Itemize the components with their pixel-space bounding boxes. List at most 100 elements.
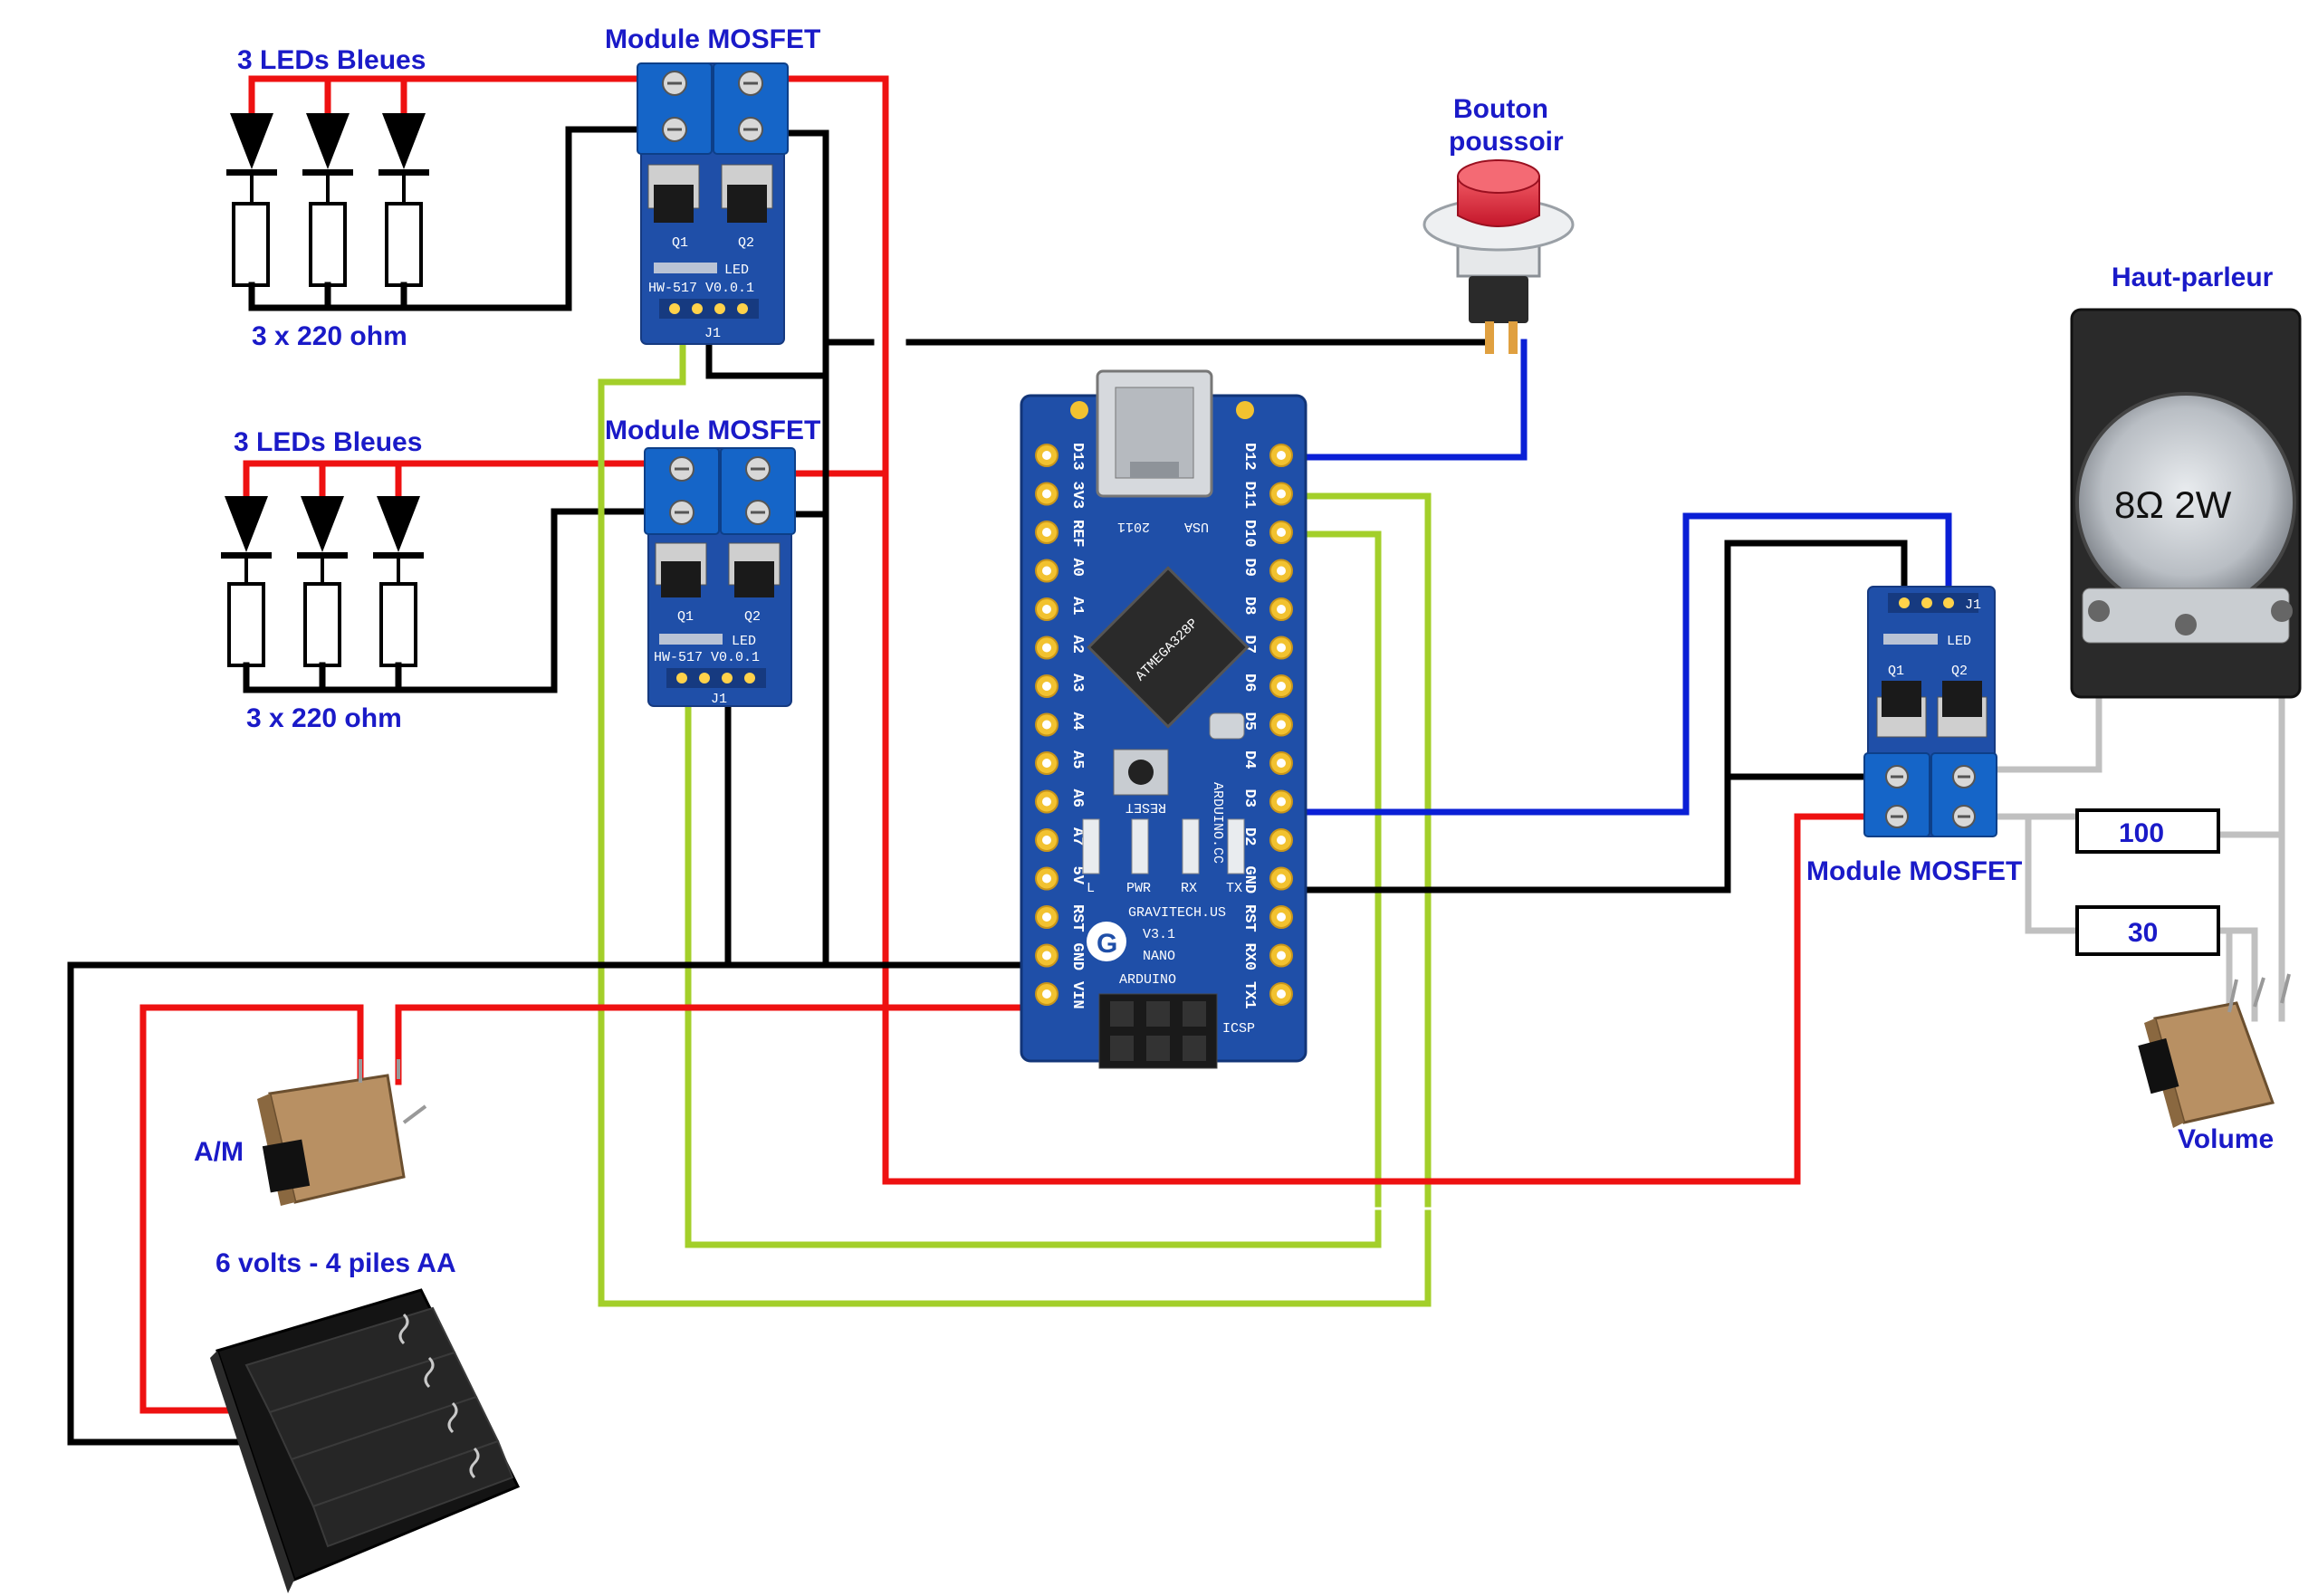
pin-label-right: TX1	[1240, 981, 1258, 1009]
battery-label: 6 volts - 4 piles AA	[216, 1248, 456, 1278]
version-label: V3.1	[1143, 927, 1175, 942]
led-pwr-indicator	[1131, 818, 1149, 874]
pin-label-right: D8	[1240, 597, 1258, 615]
resistor-30: 30	[2075, 905, 2220, 956]
pcb-led-label: LED	[732, 634, 756, 649]
resistor-icon	[385, 202, 423, 287]
pin-label-left: A0	[1068, 559, 1086, 577]
speaker-label: Haut-parleur	[2112, 263, 2274, 292]
battery-holder: 6 volts - 4 piles AA	[210, 1248, 521, 1593]
mosfet-transistor-icon	[1937, 681, 1988, 738]
pin-label-left: RST	[1068, 904, 1086, 932]
resistor-icon	[379, 582, 417, 667]
pin-label-right: D9	[1240, 559, 1258, 577]
button-terminal-icon	[1509, 321, 1518, 354]
resistor-100: 100	[2075, 808, 2220, 854]
icsp-label: ICSP	[1222, 1021, 1255, 1037]
microcontroller-chip-icon: ATMEGA328P	[1087, 566, 1250, 729]
pin-label-right: D10	[1240, 520, 1258, 548]
push-button: Bouton poussoir	[1422, 94, 1575, 354]
pin-label-left: VIN	[1068, 981, 1086, 1009]
screw-terminal	[1863, 752, 1930, 837]
speaker-rating: 8Ω 2W	[2114, 483, 2232, 526]
brand-label: ARDUINO	[1119, 972, 1176, 988]
pin-label-left: 5V	[1068, 866, 1086, 885]
mosfet-label-1: Module MOSFET	[605, 24, 820, 54]
resistor-icon	[309, 202, 347, 287]
pin-label-right: D12	[1240, 443, 1258, 471]
gravitech-logo-icon: G	[1087, 922, 1126, 961]
led-l-indicator	[1082, 818, 1100, 874]
resistor-icon	[232, 202, 270, 287]
pcb-led-label: LED	[724, 263, 749, 278]
volume-label: Volume	[2178, 1124, 2274, 1154]
screw-terminal	[1930, 752, 1997, 837]
pin-label-left: A7	[1068, 827, 1086, 846]
led-diode-icon	[373, 496, 424, 584]
led-tx-indicator	[1227, 818, 1245, 874]
led-diode-icon	[378, 113, 429, 204]
resistor-icon	[303, 582, 341, 667]
arduino-cc-label: ARDUINO.CC	[1210, 782, 1225, 864]
pcb-j1-label: J1	[711, 692, 727, 707]
pin-label-right: RX0	[1240, 943, 1258, 971]
pin-label-left: D13	[1068, 443, 1086, 471]
pin-label-left: A4	[1068, 712, 1086, 731]
board-country: USA	[1184, 519, 1209, 534]
pin-label-left: GND	[1068, 943, 1086, 971]
button-label-line1: Bouton	[1453, 94, 1548, 124]
pin-label-left: A3	[1068, 674, 1086, 692]
mosfet-transistor-icon	[647, 164, 700, 223]
pin-label-right: RST	[1240, 904, 1258, 932]
mosfet-transistor-icon	[721, 164, 773, 223]
screw-terminal	[637, 62, 713, 155]
battery-slot-icon	[311, 1439, 514, 1548]
pin-label-left: A2	[1068, 636, 1086, 654]
mosfet-module-3: J1 LED Q1 Q2 Module MOSFET	[1806, 586, 2022, 886]
pcb-q1-label: Q1	[672, 235, 688, 251]
led-pwr-label: PWR	[1126, 881, 1151, 896]
reset-label: RESET	[1125, 799, 1166, 815]
pcb-q2-label: Q2	[1951, 664, 1968, 679]
pcb-q1-label: Q1	[1888, 664, 1904, 679]
pcb-version-label: HW-517 V0.0.1	[654, 650, 760, 665]
pin-label-right: D2	[1240, 827, 1258, 846]
speaker: 8Ω 2W Haut-parleur	[2070, 263, 2302, 699]
pcb-j1-label: J1	[704, 326, 721, 341]
mosfet-transistor-icon	[1876, 681, 1927, 738]
pin-label-left: A6	[1068, 789, 1086, 808]
screw-terminal	[720, 447, 796, 535]
pin-label-left: REF	[1068, 520, 1086, 548]
led-diode-icon	[302, 113, 353, 204]
pcb-led-label: LED	[1947, 634, 1971, 649]
pcb-q2-label: Q2	[738, 235, 754, 251]
led-diode-icon	[221, 496, 272, 584]
pin-label-right: D6	[1240, 674, 1258, 692]
svg-text:G: G	[1097, 929, 1117, 959]
mosfet-module-1: Q1 Q2 LED HW-517 V0.0.1 J1 Module MOSFET	[605, 24, 820, 345]
screw-terminal	[644, 447, 720, 535]
pcb-q2-label: Q2	[744, 609, 761, 625]
led-label-top: 3 LEDs Bleues	[237, 45, 426, 75]
resistor-30-label: 30	[2128, 918, 2158, 948]
pin-label-left: 3V3	[1068, 482, 1086, 510]
pcb-version-label: HW-517 V0.0.1	[648, 281, 754, 296]
reset-button-icon	[1113, 749, 1169, 796]
pin-label-right: GND	[1240, 866, 1258, 894]
led-diode-icon	[226, 113, 277, 204]
button-terminal-icon	[1485, 321, 1494, 354]
switch-label: A/M	[194, 1137, 244, 1167]
led-rx-label: RX	[1181, 881, 1197, 896]
pin-label-right: D4	[1240, 750, 1258, 769]
led-rx-indicator	[1182, 818, 1200, 874]
pcb-j1-label: J1	[1965, 597, 1981, 613]
mosfet-transistor-icon	[655, 542, 707, 597]
wires	[67, 75, 2285, 1446]
nano-label: NANO	[1143, 949, 1175, 964]
mosfet-transistor-icon	[728, 542, 781, 597]
resistor-label-bottom: 3 x 220 ohm	[246, 703, 402, 733]
led-l-label: L	[1087, 881, 1095, 896]
